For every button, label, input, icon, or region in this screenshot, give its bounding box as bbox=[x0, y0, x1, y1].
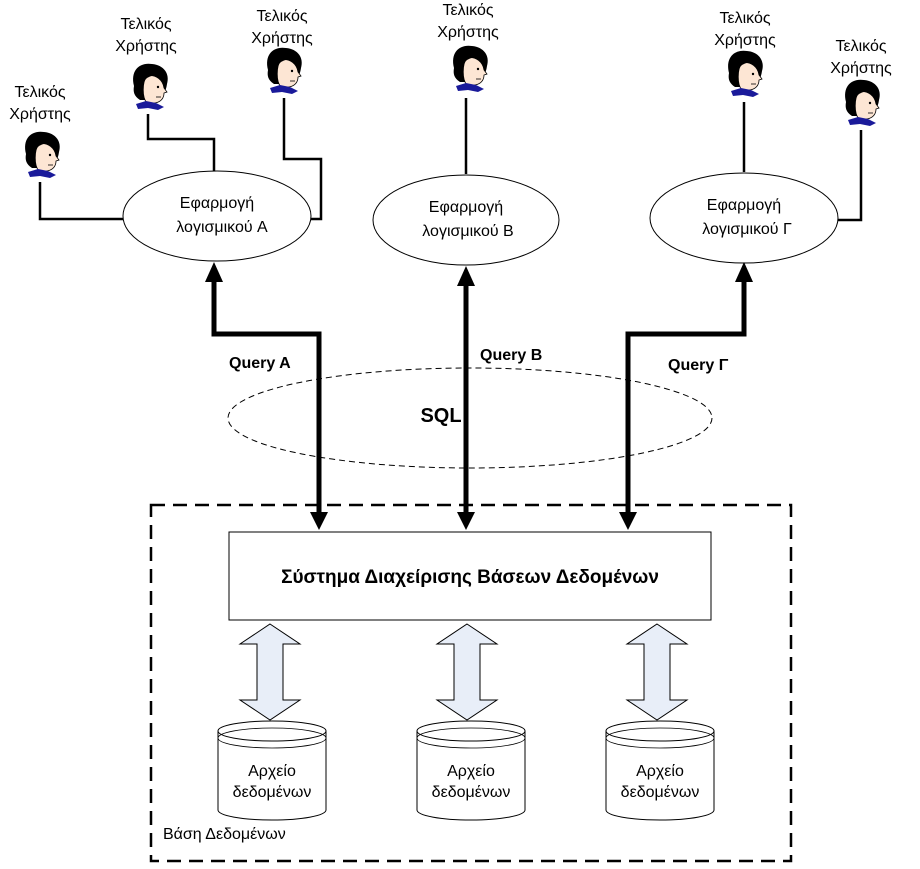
query-b-label: Query B bbox=[480, 347, 542, 364]
user-icon bbox=[132, 63, 169, 111]
data-file-label-line2: δεδομένων bbox=[233, 784, 312, 801]
user-label-line1: Τελικός bbox=[14, 84, 65, 101]
db-double-arrows bbox=[238, 623, 689, 721]
end-user-3: Τελικός Χρήστης bbox=[251, 8, 313, 95]
app-g: Εφαρμογή λογισμικού Γ bbox=[649, 172, 839, 264]
app-label-line1: Εφαρμογή bbox=[707, 197, 781, 214]
user-label-line1: Τελικός bbox=[442, 2, 493, 19]
data-file-1: Αρχείο δεδομένων bbox=[217, 720, 327, 821]
database-label: Βάση Δεδομένων bbox=[163, 826, 286, 843]
user-icon bbox=[266, 47, 303, 95]
query-a-label: Query A bbox=[229, 355, 291, 372]
dbms-box bbox=[228, 531, 712, 621]
data-file-2: Αρχείο δεδομένων bbox=[416, 720, 526, 821]
app-a: Εφαρμογή λογισμικού A bbox=[122, 170, 312, 262]
query-g-label: Query Γ bbox=[668, 357, 729, 374]
app-label-line2: λογισμικού A bbox=[176, 219, 268, 236]
query-paths bbox=[211, 280, 747, 518]
end-user-6: Τελικός Χρήστης bbox=[830, 38, 892, 127]
data-file-label-line1: Αρχείο bbox=[447, 763, 495, 780]
data-file-label-line2: δεδομένων bbox=[432, 784, 511, 801]
database-boundary bbox=[149, 503, 793, 863]
user-icon bbox=[727, 50, 764, 98]
data-file-label-line1: Αρχείο bbox=[248, 763, 296, 780]
dbms-label: Σύστημα Διαχείρισης Βάσεων Δεδομένων bbox=[281, 567, 659, 588]
app-b: Εφαρμογή λογισμικού B bbox=[372, 174, 560, 266]
data-file-3: Αρχείο δεδομένων bbox=[605, 720, 715, 821]
end-user-2: Τελικός Χρήστης bbox=[115, 16, 177, 111]
data-file-label-line1: Αρχείο bbox=[636, 763, 684, 780]
app-label-line1: Εφαρμογή bbox=[429, 199, 503, 216]
user-label-line2: Χρήστης bbox=[251, 30, 313, 47]
user-label-line1: Τελικός bbox=[835, 38, 886, 55]
user-label-line2: Χρήστης bbox=[830, 60, 892, 77]
app-label-line1: Εφαρμογή bbox=[180, 195, 254, 212]
query-arrowheads bbox=[205, 262, 753, 530]
user-label-line1: Τελικός bbox=[719, 10, 770, 27]
user-label-line2: Χρήστης bbox=[115, 38, 177, 55]
app-label-line2: λογισμικού Γ bbox=[702, 221, 792, 238]
user-icon bbox=[452, 45, 489, 93]
user-label-line1: Τελικός bbox=[256, 8, 307, 25]
end-user-4: Τελικός Χρήστης bbox=[437, 2, 499, 93]
end-user-5: Τελικός Χρήστης bbox=[714, 10, 776, 98]
data-file-label-line2: δεδομένων bbox=[621, 784, 700, 801]
user-label-line2: Χρήστης bbox=[437, 24, 499, 41]
user-label-line1: Τελικός bbox=[120, 16, 171, 33]
user-connectors bbox=[38, 98, 863, 222]
sql-label: SQL bbox=[420, 405, 461, 427]
user-label-line2: Χρήστης bbox=[9, 106, 71, 123]
user-icon bbox=[844, 79, 881, 127]
end-user-1: Τελικός Χρήστης bbox=[9, 84, 71, 179]
user-label-line2: Χρήστης bbox=[714, 32, 776, 49]
sql-layer-ellipse bbox=[227, 367, 713, 469]
user-icon bbox=[24, 131, 61, 179]
app-label-line2: λογισμικού B bbox=[422, 223, 513, 240]
